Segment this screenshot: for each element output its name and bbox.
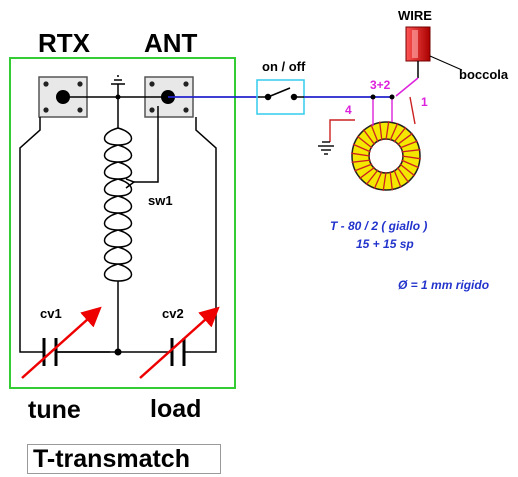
- winding-turn: [351, 152, 371, 157]
- winding-turn: [393, 126, 407, 143]
- toroid-core: [351, 121, 421, 191]
- load-label: load: [150, 395, 202, 423]
- winding-turn: [401, 149, 421, 153]
- cv2-label: cv2: [162, 306, 184, 321]
- winding-turn: [382, 171, 387, 191]
- enclosure-box: [9, 57, 236, 389]
- cv1-label: cv1: [40, 306, 62, 321]
- toroid-core-spec: T - 80 / 2 ( giallo ): [330, 219, 428, 233]
- winding-turn: [356, 135, 373, 149]
- tap-dot: [370, 94, 376, 100]
- winding-turn: [358, 166, 376, 180]
- winding-turn: [354, 163, 373, 172]
- title-frame: [27, 444, 221, 474]
- winding-turn: [385, 121, 390, 141]
- winding-turn: [379, 121, 383, 141]
- tap-dot: [389, 94, 395, 100]
- winding-turn: [362, 128, 376, 146]
- junction-dot: [115, 94, 121, 100]
- tap-1-label: 1: [421, 95, 428, 109]
- winding-turn: [396, 132, 414, 146]
- sw1-label: sw1: [148, 193, 173, 208]
- winding-turn: [389, 122, 399, 141]
- ant-label: ANT: [144, 28, 198, 58]
- tap-3-2-label: 3+2: [370, 78, 391, 92]
- winding-turn: [370, 124, 379, 143]
- tap-4-label: 4: [345, 103, 352, 117]
- toroid-windings: [351, 121, 421, 191]
- winding-turn: [401, 155, 421, 160]
- junction-dot: [114, 348, 122, 356]
- diagram-title: T-transmatch: [33, 445, 190, 473]
- boccola-label: boccola: [459, 67, 509, 82]
- winding-turn: [393, 169, 402, 188]
- winding-turn: [351, 159, 371, 163]
- switch-contacts: [258, 87, 304, 101]
- winding-turn: [396, 166, 410, 184]
- wire-diameter-spec: Ø = 1 mm rigido: [398, 278, 490, 292]
- internal-wiring: [19, 75, 217, 366]
- wire-plug: [395, 26, 463, 97]
- cv2-tuning-arrow: [139, 306, 220, 379]
- cv1-tuning-arrow: [21, 306, 102, 379]
- switch-label: on / off: [262, 59, 306, 74]
- winding-turn: [401, 159, 420, 169]
- winding-turn: [389, 171, 393, 191]
- tune-label: tune: [28, 396, 81, 424]
- winding-turn: [399, 140, 418, 149]
- wire-label: WIRE: [398, 8, 432, 23]
- rtx-label: RTX: [38, 28, 90, 58]
- winding-turn: [352, 143, 371, 153]
- toroid-leads: [318, 96, 416, 155]
- toroid-turns-spec: 15 + 15 sp: [356, 237, 414, 251]
- winding-turn: [399, 163, 416, 177]
- winding-turn: [373, 171, 383, 190]
- coil-inductor: [103, 127, 133, 282]
- sw1-arrow-head: [125, 178, 136, 189]
- winding-turn: [365, 169, 379, 186]
